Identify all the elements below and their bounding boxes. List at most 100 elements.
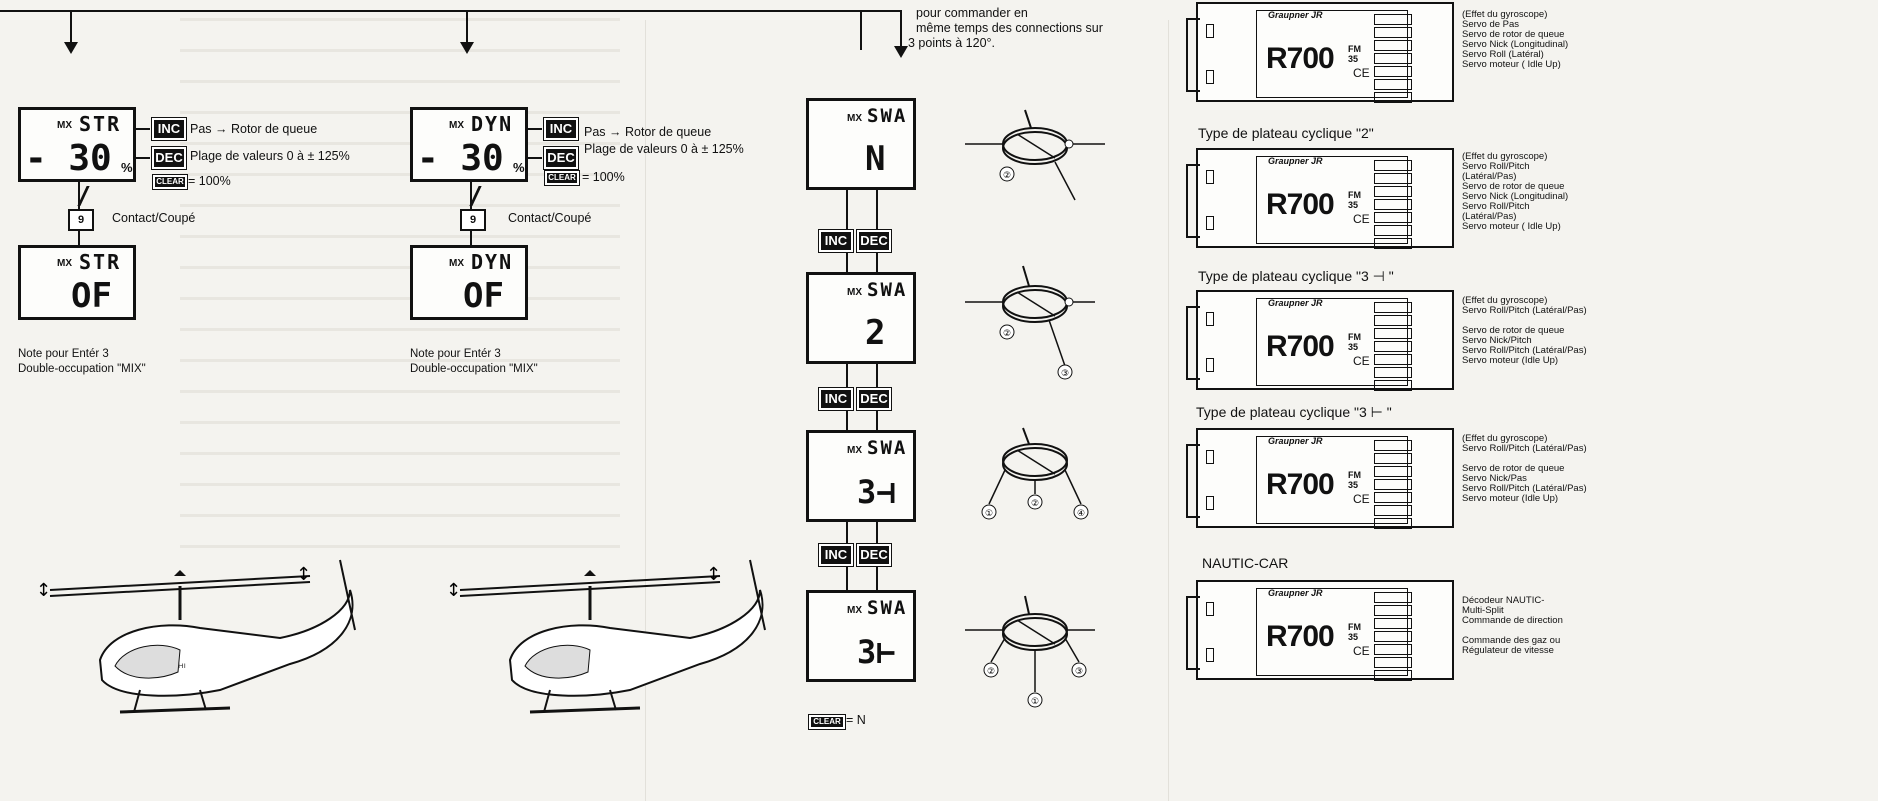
lcd-code: SWA [867,105,908,127]
inc-button[interactable]: INC [818,543,854,567]
bleed-through-background [180,0,640,801]
lcd-dyn-connector-2 [528,157,542,159]
receiver-ce-mark: CE [1353,644,1370,658]
swa-link-3b [876,364,878,388]
receiver-brand: Graupner JR [1268,298,1323,308]
circle-label: ② [987,667,995,677]
str-switch-text: Contact/Coupé [112,211,196,225]
column-divider-2 [1168,20,1169,801]
mx-label: MX [847,113,862,124]
circle-label: ④ [1077,509,1085,519]
swa-link-1b [876,190,878,230]
arrow-swa-right [900,10,902,52]
svg-text:ᴴᴵ: ᴴᴵ [178,661,186,675]
swashplate-diagram-3b: ② ③ ① [965,595,1095,708]
swa-link-5b [876,522,878,544]
swa-link-2b [876,252,878,272]
dec-button[interactable]: DEC [856,543,892,567]
lcd-state: 3⊣ [857,473,896,511]
lcd-off-value: OF [463,276,504,316]
str-clear-text: = 100% [188,174,231,188]
arrow-str-head [64,42,78,54]
receiver-ce-mark: CE [1353,212,1370,226]
swa-link-2 [846,252,848,272]
inc-button[interactable]: INC [818,387,854,411]
helicopter-illustration-left: ᴴᴵ ↕ ↕ [36,559,356,714]
lcd-code: SWA [867,597,908,619]
receiver-title: Type de plateau cyclique "3 ⊣ " [1198,268,1394,284]
receiver-labels: Décodeur NAUTIC- Multi-Split Commande de… [1462,595,1563,656]
lcd-code: DYN [471,112,514,136]
mx-label: MX [449,120,464,131]
lcd-state: 3⊢ [857,633,896,671]
circle-label: ② [1003,329,1011,339]
lcd-str-connector [136,128,150,130]
inc-button[interactable]: INC [543,117,579,141]
arrow-dyn [466,10,468,44]
lcd-value: - 30 [25,138,112,179]
arrow-str [70,10,72,44]
receiver-ports [1374,440,1412,531]
circle-label: ② [1031,499,1039,509]
receiver-model: R700 [1266,468,1335,501]
dec-button[interactable]: DEC [856,229,892,253]
receiver-title: Type de plateau cyclique "3 ⊢ " [1196,404,1392,420]
inc-button[interactable]: INC [151,117,187,141]
clear-button[interactable]: CLEAR [808,714,846,730]
mx-label: MX [449,258,464,269]
receiver-brand: Graupner JR [1268,10,1323,20]
swa-clear-text: = N [846,713,866,727]
receiver-labels: (Effet du gyroscope) Servo Roll/Pitch (L… [1462,151,1569,232]
lcd-code: STR [79,112,122,136]
clear-button[interactable]: CLEAR [544,170,580,186]
receiver-ports [1374,302,1412,393]
circle-label: ③ [1061,369,1069,379]
clear-button[interactable]: CLEAR [152,174,188,190]
receiver-tab [1186,444,1200,518]
lcd-str-connector-2 [136,157,150,159]
receiver-ports [1374,14,1412,105]
switch-button[interactable]: 9 [460,209,486,231]
mx-label: MX [847,287,862,298]
lcd-str-off: MX STR OF [18,245,136,320]
receiver-ports [1374,592,1412,683]
lcd-swa-n: MX SWA N [806,98,916,190]
circle-label: ① [1031,697,1039,707]
circle-label: ① [985,509,993,519]
lcd-value: - 30 [417,138,504,179]
dyn-clear-text: = 100% [582,170,625,184]
mx-label: MX [847,605,862,616]
receiver-ce-mark: CE [1353,66,1370,80]
swa-link-1 [846,190,848,230]
top-note: pour commander en même temps des connect… [908,6,1103,50]
lcd-percent: % [121,160,133,175]
receiver-tab [1186,306,1200,380]
receiver-brand: Graupner JR [1268,588,1323,598]
column-divider-1 [645,20,646,801]
lcd-swa-3b: MX SWA 3⊢ [806,590,916,682]
top-connection-line [0,10,900,12]
dec-button[interactable]: DEC [543,146,579,170]
svg-text:↕: ↕ [706,564,721,585]
lcd-dyn-value: MX DYN - 30 % [410,107,528,182]
lcd-str-value: MX STR - 30 % [18,107,136,182]
mx-label: MX [847,445,862,456]
inc-button[interactable]: INC [818,229,854,253]
str-inc-text: Pas → Rotor de queue [190,122,318,136]
receiver-model: R700 [1266,620,1335,653]
swa-link-4b [876,410,878,430]
dec-button[interactable]: DEC [856,387,892,411]
receiver-tab [1186,18,1200,92]
switch-button[interactable]: 9 [68,209,94,231]
mx-label: MX [57,120,72,131]
dec-button[interactable]: DEC [151,146,187,170]
helicopter-illustration-right: ↕ ↕ [446,559,766,714]
receiver-labels: (Effet du gyroscope) Servo Roll/Pitch (L… [1462,295,1587,366]
receiver-model: R700 [1266,330,1335,363]
swashplate-diagram-n: ② [965,109,1105,201]
